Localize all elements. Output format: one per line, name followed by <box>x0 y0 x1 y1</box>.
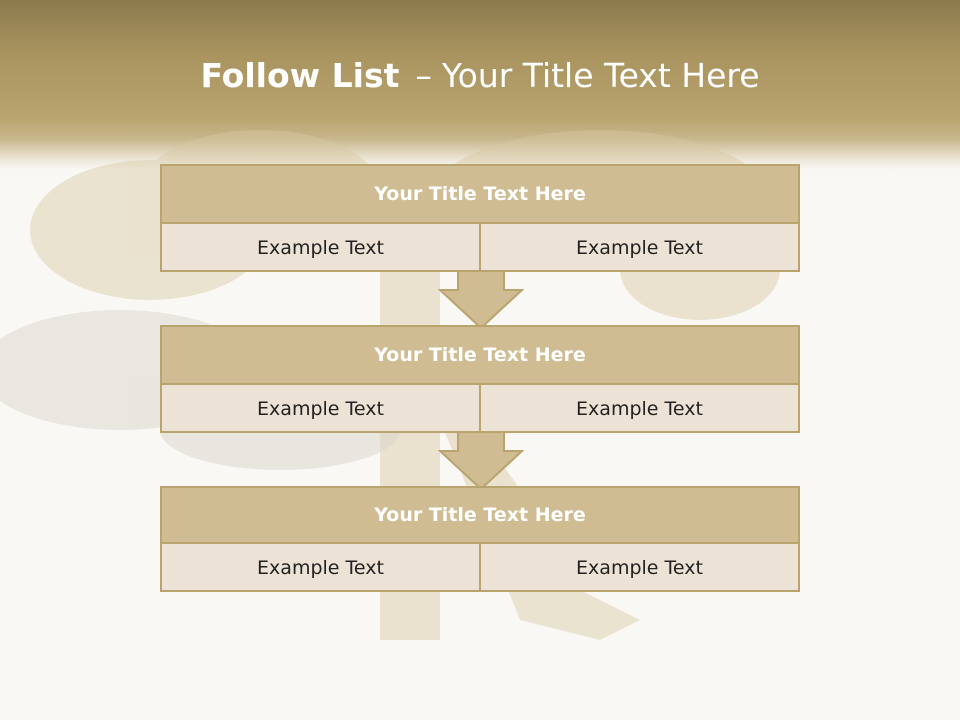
slide-title: Follow List–Your Title Text Here <box>0 54 960 98</box>
step-box-1: Your Title Text Here Example Text Exampl… <box>160 164 800 272</box>
step-1-right-text: Example Text <box>479 224 798 272</box>
step-title-2: Your Title Text Here <box>162 327 798 385</box>
step-box-3: Your Title Text Here Example Text Exampl… <box>160 486 800 592</box>
down-arrow-icon <box>438 270 524 330</box>
title-bold-part: Follow List <box>200 56 400 95</box>
step-title-3: Your Title Text Here <box>162 488 798 544</box>
step-row-1: Example Text Example Text <box>162 224 798 272</box>
step-3-right-text: Example Text <box>479 544 798 592</box>
step-2-left-text: Example Text <box>257 398 384 420</box>
title-text-part: Your Title Text Here <box>441 56 760 95</box>
header-band <box>0 0 960 170</box>
step-1-left-text: Example Text <box>257 237 384 259</box>
title-separator: – <box>415 56 432 95</box>
step-title-1: Your Title Text Here <box>162 166 798 224</box>
down-arrow-icon <box>438 431 524 491</box>
step-box-2: Your Title Text Here Example Text Exampl… <box>160 325 800 433</box>
step-row-3: Example Text Example Text <box>162 544 798 592</box>
step-row-2: Example Text Example Text <box>162 385 798 433</box>
step-2-right-text: Example Text <box>479 385 798 433</box>
step-3-left-text: Example Text <box>257 557 384 579</box>
